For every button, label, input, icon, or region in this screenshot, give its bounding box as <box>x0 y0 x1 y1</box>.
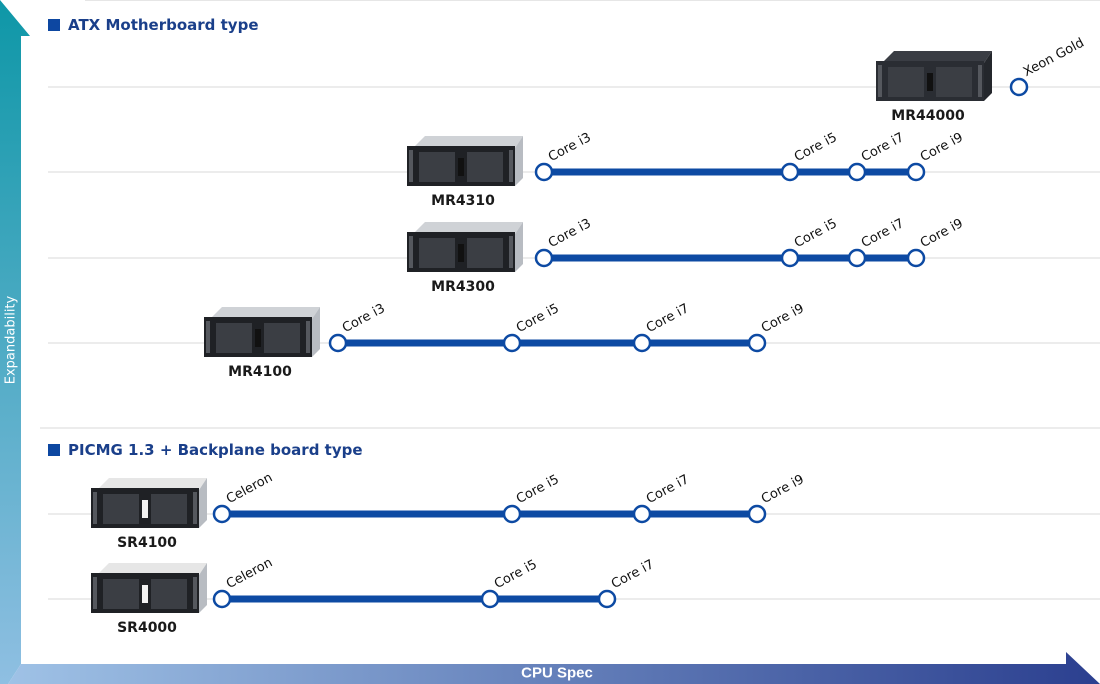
cpu-node <box>502 333 522 353</box>
cpu-node <box>747 333 767 353</box>
cpu-node <box>328 333 348 353</box>
section-bullet-icon <box>48 19 60 31</box>
cpu-node <box>597 589 617 609</box>
server-chassis-image <box>91 478 207 528</box>
section-bullet-icon <box>48 444 60 456</box>
server-chassis-image <box>407 136 523 186</box>
cpu-node <box>847 248 867 268</box>
y-axis-label: Expandability <box>3 295 19 385</box>
model-label: MR4100 <box>228 364 292 380</box>
cpu-node <box>906 248 926 268</box>
server-chassis-image <box>91 563 207 613</box>
server-chassis-image <box>204 307 320 357</box>
cpu-node <box>480 589 500 609</box>
model-label: MR44000 <box>891 108 965 124</box>
cpu-node <box>906 162 926 182</box>
x-axis-label: CPU Spec <box>521 664 593 682</box>
x-axis-arrow <box>8 652 1100 684</box>
section-title-text: PICMG 1.3 + Backplane board type <box>68 441 363 459</box>
section-title-atx: ATX Motherboard type <box>48 16 259 34</box>
cpu-node <box>534 248 554 268</box>
cpu-node <box>747 504 767 524</box>
model-label: MR4310 <box>431 193 495 209</box>
cpu-node <box>847 162 867 182</box>
cpu-node <box>212 589 232 609</box>
cpu-node <box>780 248 800 268</box>
section-title-picmg: PICMG 1.3 + Backplane board type <box>48 441 363 459</box>
model-label: SR4100 <box>117 535 177 551</box>
section-title-text: ATX Motherboard type <box>68 16 259 34</box>
server-chassis-image <box>876 51 992 101</box>
cpu-node <box>502 504 522 524</box>
cpu-node <box>780 162 800 182</box>
cpu-node <box>212 504 232 524</box>
server-chassis-image <box>407 222 523 272</box>
cpu-node <box>632 504 652 524</box>
cpu-node <box>534 162 554 182</box>
cpu-node <box>1009 77 1029 97</box>
model-label: SR4000 <box>117 620 177 636</box>
cpu-node <box>632 333 652 353</box>
model-label: MR4300 <box>431 279 495 295</box>
y-axis-arrow <box>0 0 30 684</box>
